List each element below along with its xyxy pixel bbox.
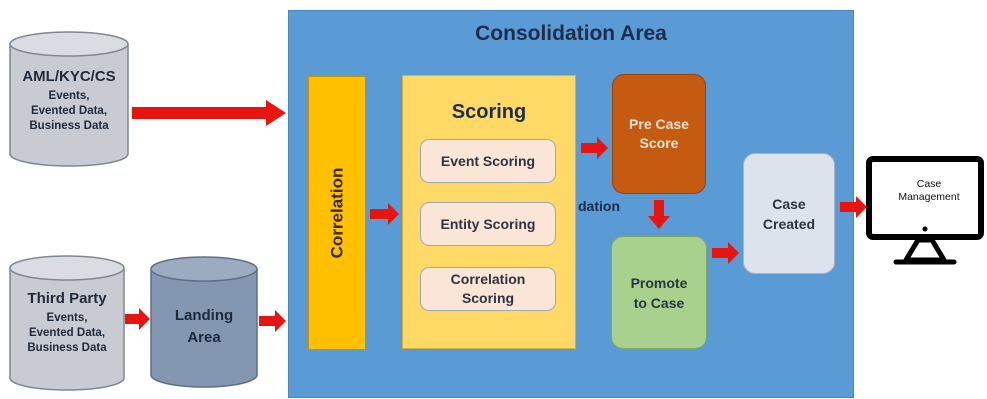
- aml-line-1: Events,: [48, 90, 90, 102]
- aml-title: AML/KYC/CS: [22, 68, 116, 85]
- promote-to-case-box: Promote to Case: [611, 236, 707, 349]
- promote-line-1: Promote: [630, 274, 688, 291]
- cylinder-icon: [9, 31, 129, 167]
- event-scoring-box: Event Scoring: [420, 139, 556, 183]
- arrow-pre-case-to-promote: [648, 200, 670, 229]
- landing-line-1: Landing: [174, 307, 234, 324]
- arrow-case-created-to-management: [840, 196, 867, 218]
- correlation-bar: [308, 76, 366, 350]
- third-party-line-1: Events,: [46, 312, 88, 324]
- cylinder-icon: [150, 256, 258, 388]
- monitor-icon: [866, 156, 984, 265]
- third-party-line-2: Evented Data,: [28, 327, 106, 339]
- entity-scoring-box: Entity Scoring: [420, 202, 556, 246]
- event-scoring-label: Event Scoring: [440, 152, 536, 169]
- arrow-correlation-to-scoring: [370, 203, 399, 225]
- arrow-scoring-to-pre-case: [581, 137, 608, 159]
- arrow-landing-to-consolidation: [259, 310, 286, 332]
- case-management-label: Case Management: [878, 178, 980, 204]
- correlation-scoring-line-1: Correlation: [450, 271, 526, 287]
- pre-case-line-1: Pre Case: [629, 116, 689, 132]
- cylinder-icon: [9, 255, 125, 391]
- pre-case-score-box: Pre Case Score: [612, 74, 706, 194]
- monitor-line-2: Management: [898, 191, 960, 203]
- validation-fragment-text: dation: [578, 198, 620, 214]
- case-created-line-2: Created: [762, 215, 816, 232]
- third-party-datastore: Third Party Events, Evented Data, Busine…: [8, 254, 126, 392]
- aml-line-2: Evented Data,: [30, 105, 108, 117]
- case-created-box: Case Created: [743, 153, 835, 274]
- landing-line-2: Area: [187, 329, 221, 346]
- arrow-aml-to-consolidation: [132, 100, 286, 126]
- landing-area-datastore: Landing Area: [149, 255, 259, 389]
- monitor-line-1: Case: [916, 178, 942, 190]
- correlation-scoring-line-2: Scoring: [461, 290, 515, 306]
- promote-line-2: to Case: [633, 294, 685, 311]
- aml-line-3: Business Data: [29, 120, 109, 132]
- entity-scoring-label: Entity Scoring: [440, 215, 536, 232]
- scoring-title: Scoring: [451, 101, 527, 123]
- aml-kyc-cs-datastore: AML/KYC/CS Events, Evented Data, Busines…: [8, 30, 130, 168]
- pre-case-line-2: Score: [639, 135, 679, 151]
- case-created-line-1: Case: [772, 195, 806, 212]
- third-party-title: Third Party: [27, 290, 107, 307]
- arrow-promote-to-case-created: [712, 242, 739, 264]
- arrow-third-party-to-landing: [125, 308, 150, 330]
- consolidation-title: Consolidation Area: [475, 22, 667, 45]
- correlation-label: Correlation: [327, 167, 346, 259]
- correlation-scoring-box: Correlation Scoring: [420, 267, 556, 311]
- third-party-line-3: Business Data: [27, 342, 107, 354]
